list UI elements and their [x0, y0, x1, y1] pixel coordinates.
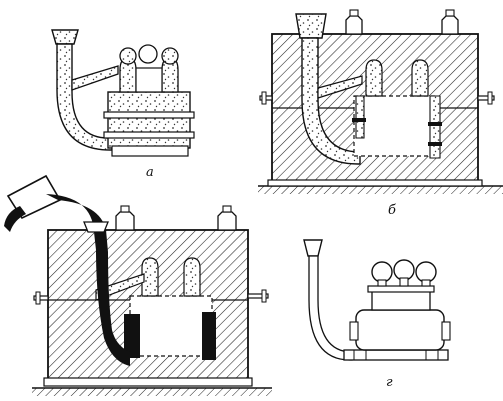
ground-line-b: [258, 185, 503, 194]
casting-g: [303, 239, 451, 361]
panel-v: [4, 174, 272, 396]
ladle-pouring-metal: [4, 174, 130, 366]
ground-line-v: [32, 387, 272, 396]
mold-cavity-v: [95, 257, 216, 360]
panel-b: б: [258, 9, 503, 218]
panel-g: г: [303, 239, 451, 390]
panel-label-g: г: [386, 375, 393, 390]
pattern-assembly-a: [51, 29, 195, 157]
panel-label-b: б: [388, 203, 396, 218]
mold-cavity-b: [295, 9, 459, 165]
panel-label-a: а: [146, 165, 154, 180]
panel-a: а: [51, 29, 195, 180]
